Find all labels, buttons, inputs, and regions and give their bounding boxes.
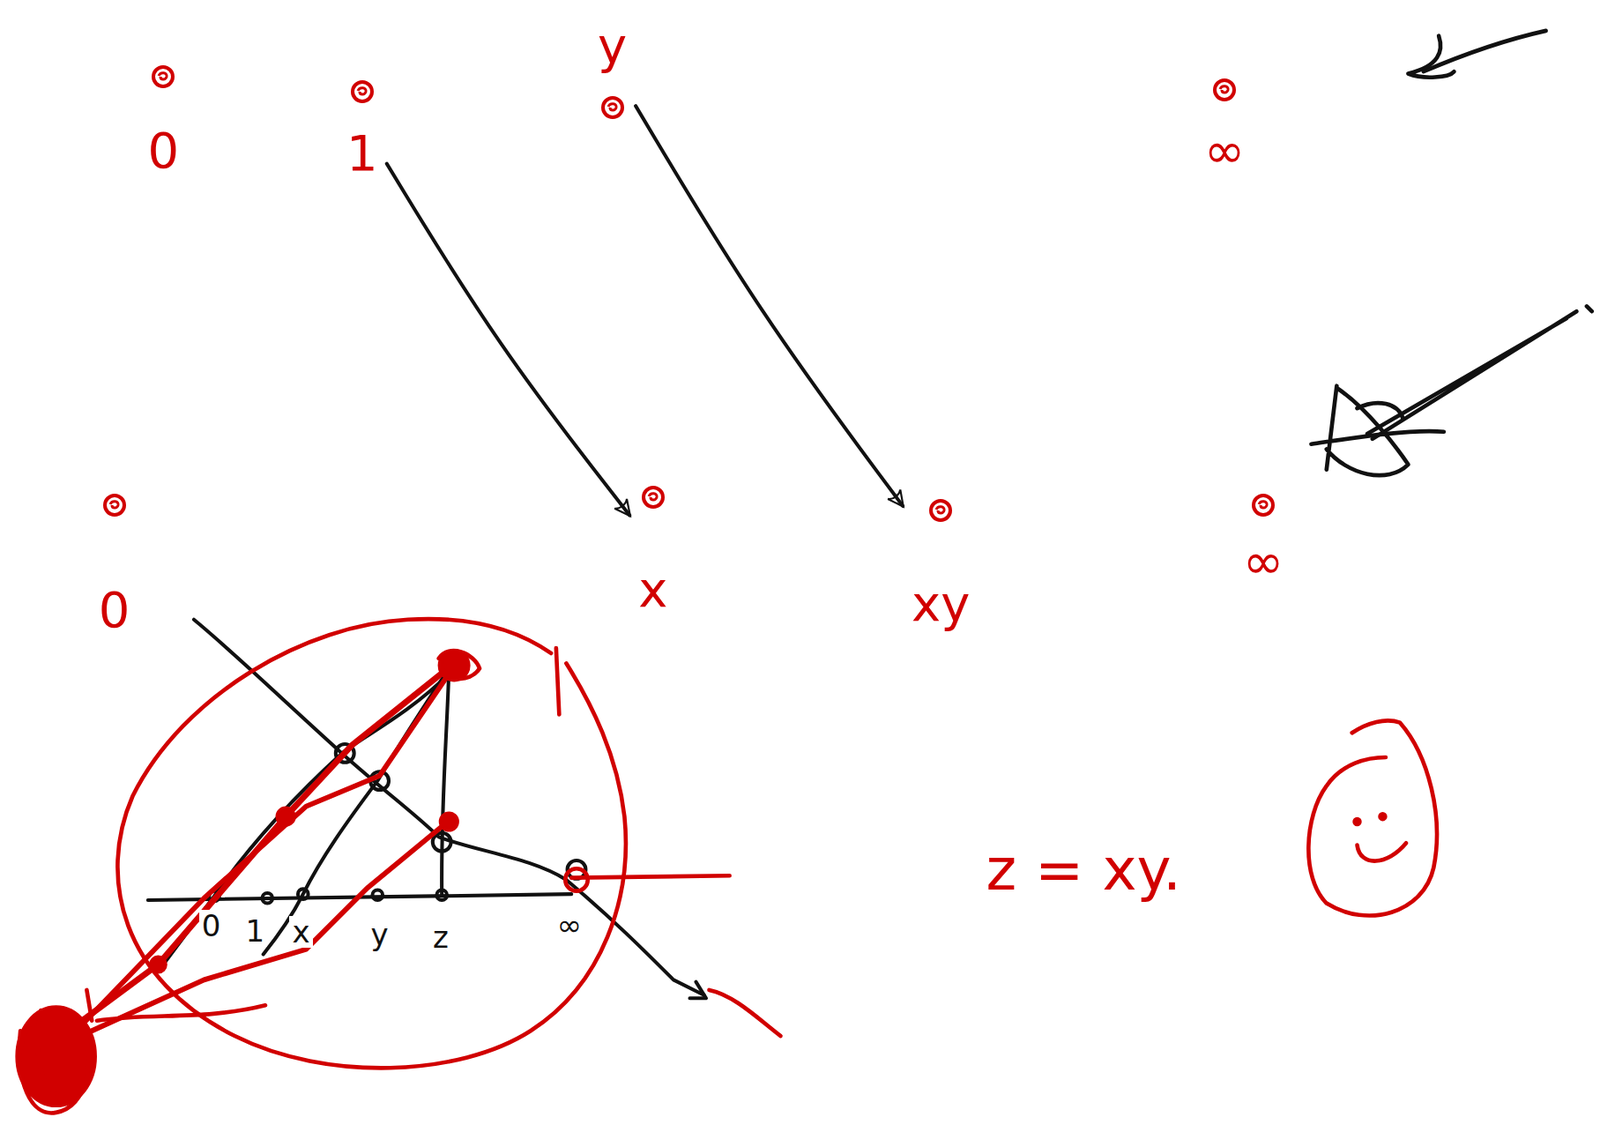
enclosing-circle — [117, 618, 626, 1068]
axis-point — [436, 890, 447, 901]
point-marker — [599, 94, 626, 121]
point-marker — [640, 483, 667, 511]
point-label: xy — [911, 579, 970, 629]
point-label: 0 — [98, 585, 131, 635]
point-node: xy — [907, 493, 974, 633]
axis-label: ∞ — [554, 908, 585, 941]
mapping-arrow — [386, 163, 631, 516]
marker-loop — [648, 492, 657, 499]
marker-loop — [1258, 501, 1267, 508]
pen-stroke — [439, 650, 480, 679]
point-node: 0 — [95, 488, 134, 639]
point-label: 1 — [346, 128, 379, 179]
projection-line — [66, 673, 449, 1042]
marker-loop — [936, 506, 945, 513]
point-marker — [927, 497, 954, 524]
point-marker — [1211, 76, 1238, 104]
red-overlay — [17, 618, 782, 1113]
marker-loop — [357, 88, 366, 95]
vertical-line — [441, 668, 449, 894]
axis-point — [297, 888, 309, 900]
point-node: x — [634, 480, 671, 618]
point-marker — [440, 813, 458, 831]
point-marker — [101, 491, 128, 519]
marker-ring — [1214, 80, 1235, 100]
point-label: y — [597, 21, 627, 71]
point-label: 0 — [147, 126, 179, 176]
projection-line — [96, 1004, 266, 1020]
point-node: 1 — [342, 74, 382, 181]
marker-ring — [930, 500, 951, 521]
mouth — [1357, 842, 1407, 861]
point-marker — [349, 78, 376, 105]
point-marker — [150, 957, 165, 972]
marker-loop — [110, 501, 119, 508]
pen-scribble — [19, 989, 92, 1113]
arrow-tip — [689, 982, 707, 999]
axis-label: 0 — [199, 909, 224, 942]
arrow-head — [1310, 386, 1444, 476]
diagonal-line — [193, 619, 705, 996]
point-node: 0 — [143, 59, 183, 179]
point-marker — [1250, 491, 1277, 519]
marker-ring — [153, 66, 173, 87]
pointer-arrows — [1310, 30, 1592, 476]
equation-note: z = xy. — [982, 840, 1184, 901]
pen-stroke — [708, 989, 781, 1036]
arrow-head — [1407, 36, 1454, 78]
pointer-arrow — [1367, 305, 1593, 439]
point-label: ∞ — [1204, 126, 1246, 176]
eye — [1354, 818, 1361, 825]
projection-line — [40, 663, 454, 1052]
point-marker — [277, 808, 295, 826]
axis-label: 1 — [243, 915, 268, 947]
marker-ring — [602, 97, 623, 118]
marker-ring — [104, 495, 125, 515]
pen-stroke — [556, 647, 559, 715]
point-node: ∞ — [1239, 488, 1288, 590]
point-label: x — [638, 565, 668, 615]
point-label: ∞ — [1242, 536, 1285, 587]
axis-label: z — [430, 921, 452, 953]
axis-point — [372, 890, 383, 901]
marker-loop — [158, 73, 167, 80]
construction-line — [163, 673, 449, 965]
projection-line — [91, 816, 454, 1031]
mapping-arrow — [635, 105, 903, 507]
point-marker — [565, 868, 588, 891]
point-node: ∞ — [1200, 73, 1250, 179]
axis-point — [261, 893, 273, 904]
point-node: y — [594, 17, 631, 124]
marker-loop — [1220, 86, 1228, 93]
pen-stroke — [571, 875, 730, 878]
axis-label: y — [368, 918, 392, 951]
intersection-point — [432, 833, 452, 852]
point-marker — [149, 63, 177, 90]
marker-ring — [1253, 495, 1273, 515]
smiley-face — [1308, 720, 1437, 916]
face-outline — [1308, 720, 1437, 916]
marker-ring — [643, 487, 663, 507]
eye — [1380, 813, 1386, 819]
axis-label: x — [289, 915, 313, 948]
marker-loop — [608, 103, 617, 110]
marker-ring — [352, 81, 373, 102]
